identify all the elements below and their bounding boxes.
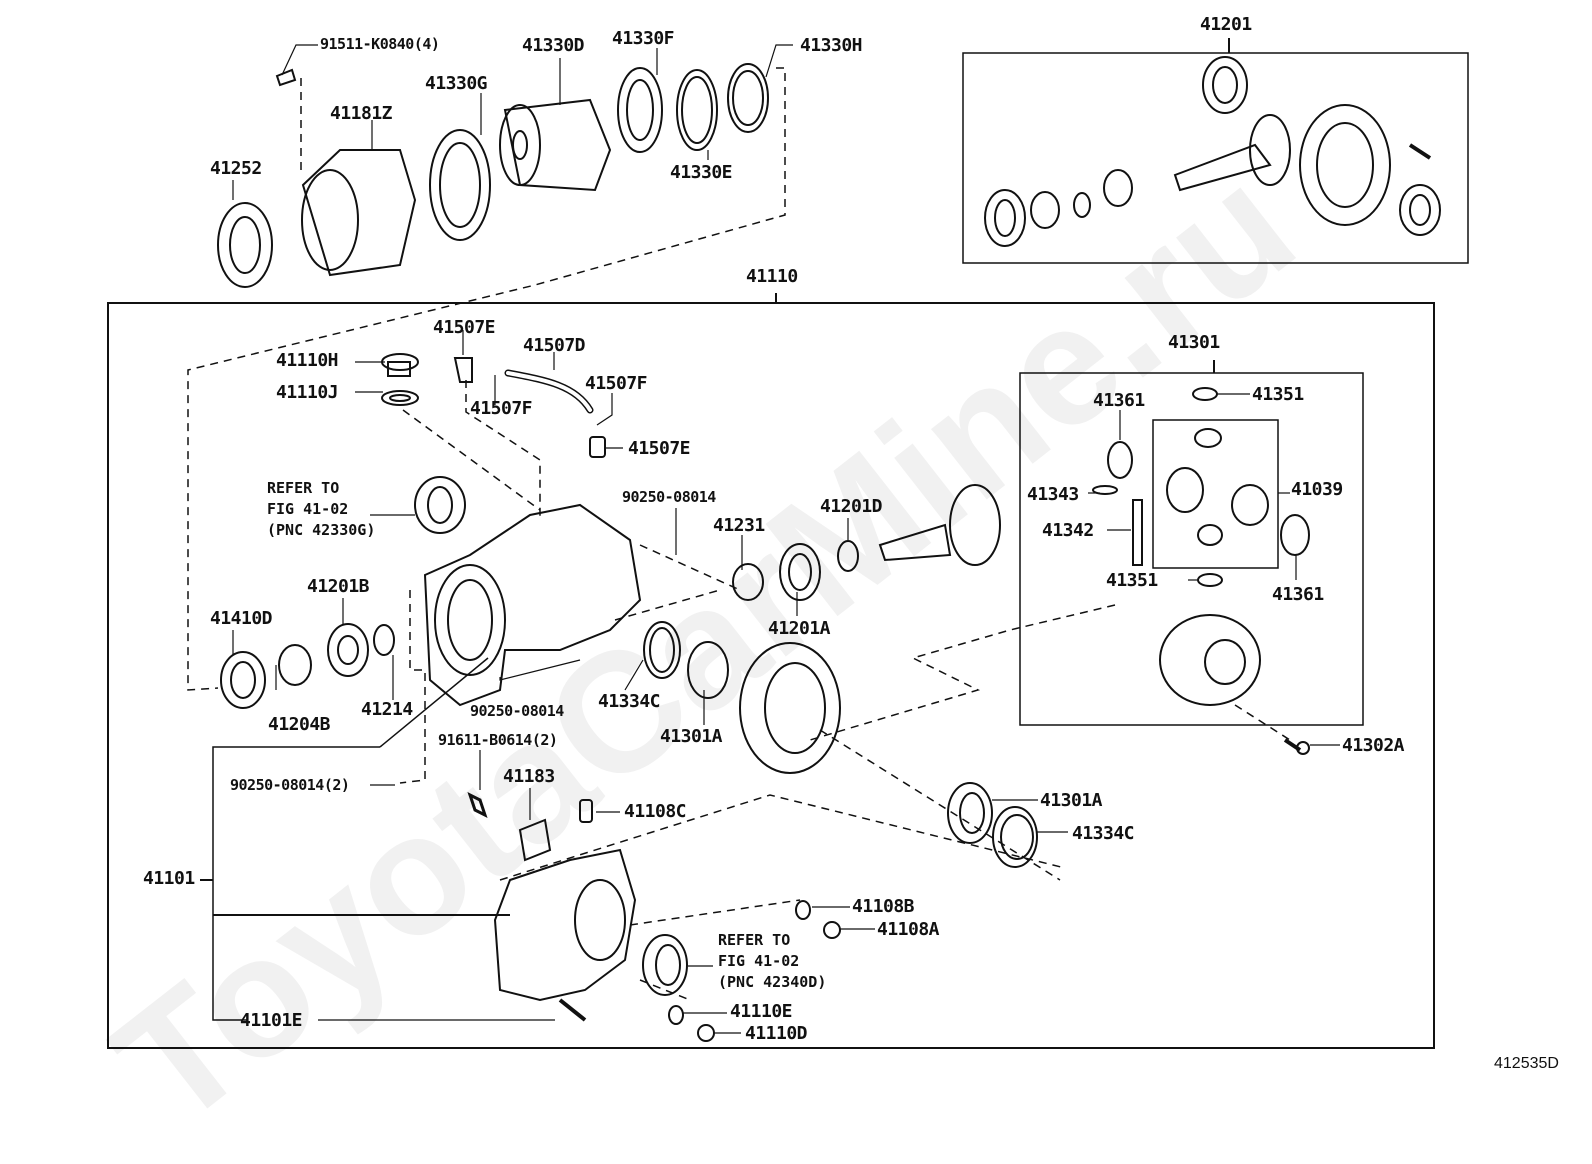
group-box-41201 [962, 52, 1469, 264]
refer-note-42340D: REFER TO FIG 41-02 (PNC 42340D) [718, 931, 827, 991]
group-box-41039 [1152, 419, 1279, 569]
part-label-41361-lower[interactable]: 41361 [1272, 584, 1324, 605]
part-label-41183[interactable]: 41183 [503, 766, 555, 787]
part-label-41343[interactable]: 41343 [1027, 484, 1079, 505]
refer-note-42330G: REFER TO FIG 41-02 (PNC 42330G) [267, 479, 376, 539]
group-box-41301 [1019, 372, 1364, 726]
group-label-41201[interactable]: 41201 [1200, 14, 1252, 35]
part-label-41108A[interactable]: 41108A [877, 919, 940, 940]
part-label-41231[interactable]: 41231 [713, 515, 765, 536]
part-label-41507E-top[interactable]: 41507E [433, 317, 496, 338]
part-label-41110H[interactable]: 41110H [276, 350, 339, 371]
group-label-41301[interactable]: 41301 [1168, 332, 1220, 353]
part-label-90250-08014-lower[interactable]: 90250-08014 [470, 702, 564, 720]
part-label-41330G[interactable]: 41330G [425, 73, 488, 94]
part-label-41351-upper[interactable]: 41351 [1252, 384, 1304, 405]
part-label-41039[interactable]: 41039 [1291, 479, 1343, 500]
part-label-41330D[interactable]: 41330D [522, 35, 585, 56]
part-label-41252[interactable]: 41252 [210, 158, 262, 179]
part-label-41330H[interactable]: 41330H [800, 35, 863, 56]
part-label-41330F[interactable]: 41330F [612, 28, 675, 49]
part-label-91611-B0614[interactable]: 91611-B0614(2) [438, 731, 558, 749]
part-label-41110D[interactable]: 41110D [745, 1023, 808, 1044]
figure-id: 412535D [1494, 1055, 1559, 1072]
part-label-41301A-upper[interactable]: 41301A [660, 726, 723, 747]
part-label-41334C-lower[interactable]: 41334C [1072, 823, 1135, 844]
part-label-41507E-bottom[interactable]: 41507E [628, 438, 691, 459]
part-label-41507F-left[interactable]: 41507F [470, 398, 533, 419]
part-label-41361-upper[interactable]: 41361 [1093, 390, 1145, 411]
part-label-41507F-right[interactable]: 41507F [585, 373, 648, 394]
diagram-lines [107, 38, 1469, 1049]
part-label-41507D[interactable]: 41507D [523, 335, 586, 356]
part-label-41101E[interactable]: 41101E [240, 1010, 303, 1031]
parts-diagram: ToyotaCarMine.ru [82, 14, 1559, 1163]
part-label-41204B[interactable]: 41204B [268, 714, 331, 735]
part-label-41342[interactable]: 41342 [1042, 520, 1094, 541]
part-label-90250-08014-upper[interactable]: 90250-08014 [622, 488, 716, 506]
part-label-41108C[interactable]: 41108C [624, 801, 687, 822]
part-label-41181Z[interactable]: 41181Z [330, 103, 393, 124]
part-label-41330E[interactable]: 41330E [670, 162, 733, 183]
part-label-41110J[interactable]: 41110J [276, 382, 339, 403]
part-label-41410D[interactable]: 41410D [210, 608, 273, 629]
part-label-41301A-lower[interactable]: 41301A [1040, 790, 1103, 811]
part-label-41302A[interactable]: 41302A [1342, 735, 1405, 756]
group-label-41110[interactable]: 41110 [746, 266, 798, 287]
part-label-91511-K0840[interactable]: 91511-K0840(4) [320, 35, 440, 53]
part-label-90250-08014-x2[interactable]: 90250-08014(2) [230, 776, 350, 794]
part-label-41201A[interactable]: 41201A [768, 618, 831, 639]
group-label-41101[interactable]: 41101 [143, 868, 195, 889]
part-label-41110E[interactable]: 41110E [730, 1001, 793, 1022]
part-label-41201D[interactable]: 41201D [820, 496, 883, 517]
part-label-41351-lower[interactable]: 41351 [1106, 570, 1158, 591]
part-label-41334C-upper[interactable]: 41334C [598, 691, 661, 712]
part-label-41201B[interactable]: 41201B [307, 576, 370, 597]
part-label-41108B[interactable]: 41108B [852, 896, 915, 917]
part-label-41214[interactable]: 41214 [361, 699, 413, 720]
group-box-41110 [107, 302, 1435, 1049]
